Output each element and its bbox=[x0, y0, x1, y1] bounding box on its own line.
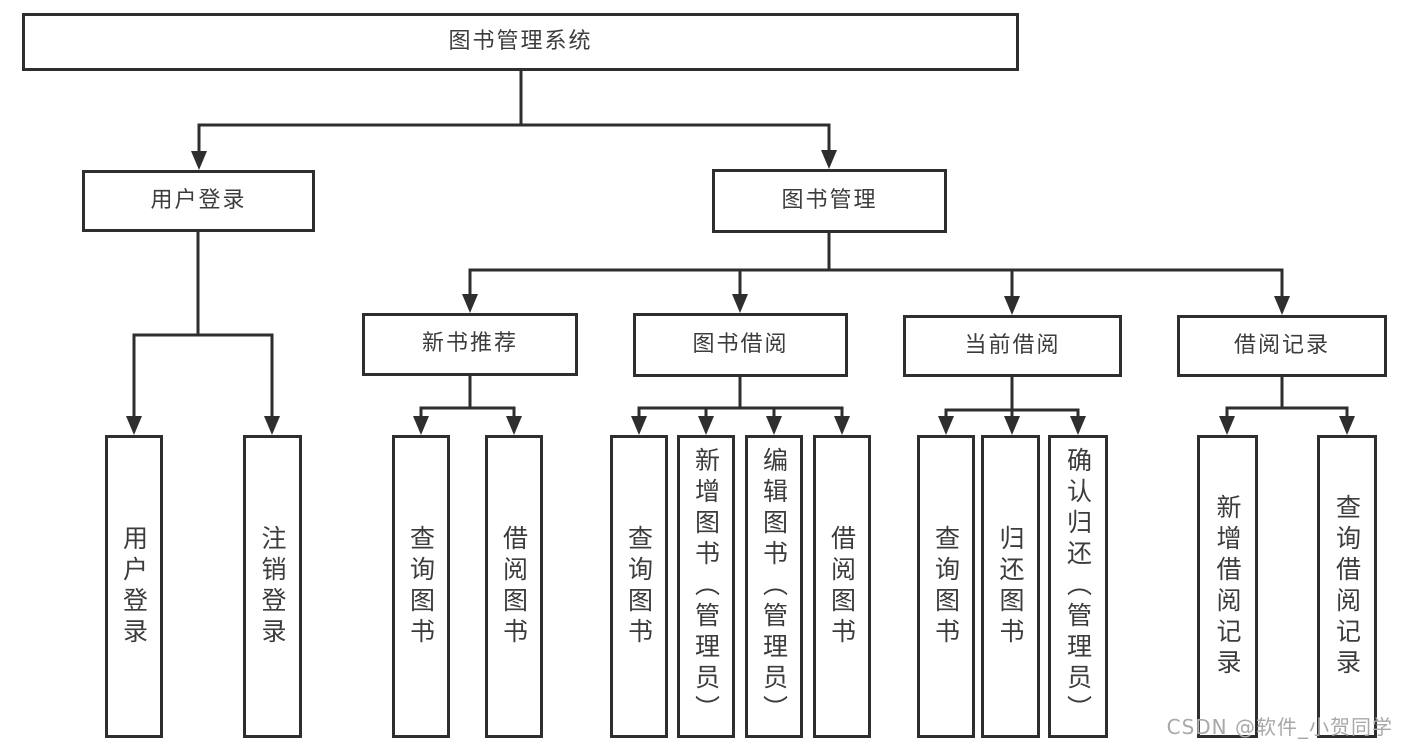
csdn-watermark: CSDN @软件_小贺同学 bbox=[1166, 715, 1393, 739]
leaf-logout: 注销登录 bbox=[243, 435, 302, 738]
leaf-bb-add-book-admin: 新增图书（管理员） bbox=[677, 435, 735, 738]
leaf-bb-borrow-book: 借阅图书 bbox=[813, 435, 871, 738]
leaf-cb-query-book: 查询图书 bbox=[917, 435, 975, 738]
node-book-borrow: 图书借阅 bbox=[633, 313, 848, 377]
node-book-management: 图书管理 bbox=[712, 169, 947, 233]
leaf-cb-return-book: 归还图书 bbox=[981, 435, 1040, 738]
node-user-login: 用户登录 bbox=[82, 170, 315, 232]
node-root-library-system: 图书管理系统 bbox=[22, 13, 1019, 71]
leaf-user-login: 用户登录 bbox=[105, 435, 163, 738]
leaf-nb-query-book: 查询图书 bbox=[392, 435, 450, 738]
node-current-borrow: 当前借阅 bbox=[903, 315, 1122, 377]
node-borrow-record: 借阅记录 bbox=[1177, 315, 1387, 377]
leaf-bb-edit-book-admin: 编辑图书（管理员） bbox=[745, 435, 803, 738]
leaf-nb-borrow-book: 借阅图书 bbox=[485, 435, 543, 738]
leaf-br-query-record: 查询借阅记录 bbox=[1317, 435, 1377, 738]
leaf-bb-query-book: 查询图书 bbox=[610, 435, 668, 738]
leaf-cb-confirm-return-admin: 确认归还（管理员） bbox=[1048, 435, 1108, 738]
node-new-book-recommend: 新书推荐 bbox=[362, 313, 578, 376]
leaf-br-add-record: 新增借阅记录 bbox=[1197, 435, 1258, 738]
